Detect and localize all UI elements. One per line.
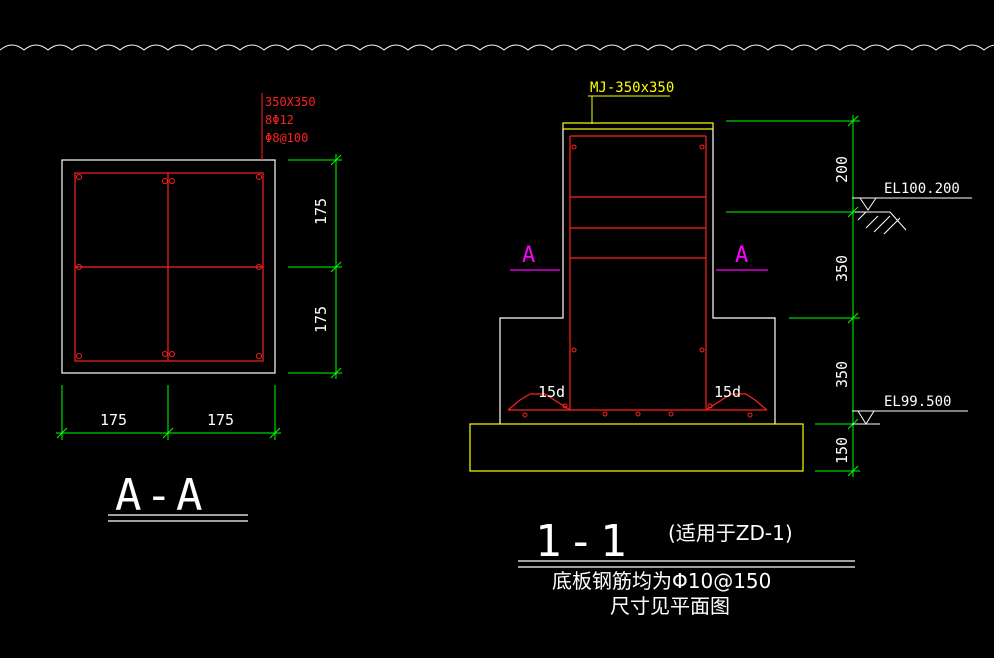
- rebar-note-line1: 350X350: [265, 95, 316, 109]
- dim-chain-11: [726, 115, 860, 477]
- section-11-subtitle: (适用于ZD-1): [668, 521, 793, 545]
- note-line-1: 底板钢筋均为Φ10@150: [552, 569, 771, 593]
- section-11-title: 1-1: [535, 516, 632, 567]
- hook-label-left: 15d: [538, 383, 565, 401]
- dim-bottom-right: 175: [207, 411, 234, 429]
- dim-200: 200: [833, 156, 851, 183]
- column-outline: [61, 159, 276, 374]
- rebar-cage: [507, 135, 768, 411]
- section-aa: 350X350 8Φ12 Φ8@100 175 175 175 175: [56, 93, 342, 522]
- note-line-2: 尺寸见平面图: [610, 594, 730, 618]
- embedded-plate: [562, 122, 714, 130]
- rebar-dots-11: [522, 144, 753, 418]
- rebar-dots: [76, 174, 262, 359]
- section-11: MJ-350x350: [469, 80, 972, 618]
- dim-350-lower: 350: [833, 361, 851, 388]
- cut-marker-right: A: [735, 243, 748, 268]
- elev-top-label: EL100.200: [884, 181, 960, 197]
- hook-label-right: 15d: [714, 383, 741, 401]
- dim-right-upper: 175: [312, 198, 330, 225]
- elev-bottom-label: EL99.500: [884, 394, 951, 410]
- elev-bottom-marker: [852, 410, 968, 425]
- dim-150: 150: [833, 437, 851, 464]
- top-label: MJ-350x350: [590, 80, 674, 96]
- cut-marker-left: A: [522, 243, 535, 268]
- dim-right-lower: 175: [312, 306, 330, 333]
- dim-right: [288, 154, 342, 379]
- dim-bottom-left: 175: [100, 411, 127, 429]
- pier-outline: [499, 129, 776, 424]
- rebar-note-line3: Φ8@100: [265, 131, 308, 145]
- footing-base: [469, 423, 804, 472]
- elev-top-marker: [852, 197, 972, 235]
- section-aa-title: A-A: [115, 470, 206, 521]
- revision-cloud: [0, 44, 994, 51]
- dim-350-upper: 350: [833, 255, 851, 282]
- rebar-note-line2: 8Φ12: [265, 113, 294, 127]
- dim-bottom: [56, 385, 281, 440]
